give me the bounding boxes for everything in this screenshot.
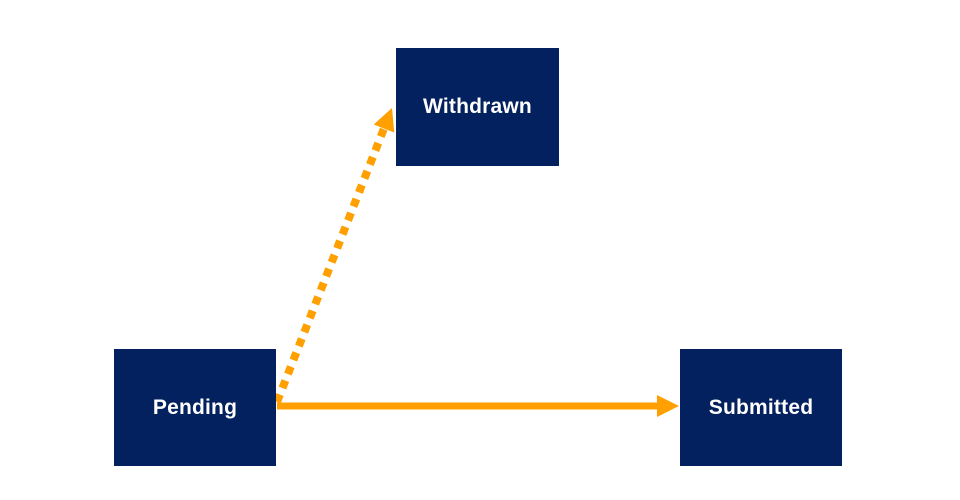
- node-withdrawn-label: Withdrawn: [423, 95, 532, 118]
- node-submitted: Submitted: [680, 349, 842, 466]
- node-submitted-label: Submitted: [708, 395, 814, 419]
- node-pending: Pending: [114, 349, 276, 466]
- edge-pending-withdrawn-arrowhead-icon: [373, 108, 395, 133]
- node-withdrawn: Withdrawn: [396, 48, 559, 166]
- edge-pending-submitted-arrowhead-icon: [657, 395, 679, 417]
- edge-pending-withdrawn-line: [273, 125, 389, 404]
- node-pending-label: Pending: [152, 395, 238, 419]
